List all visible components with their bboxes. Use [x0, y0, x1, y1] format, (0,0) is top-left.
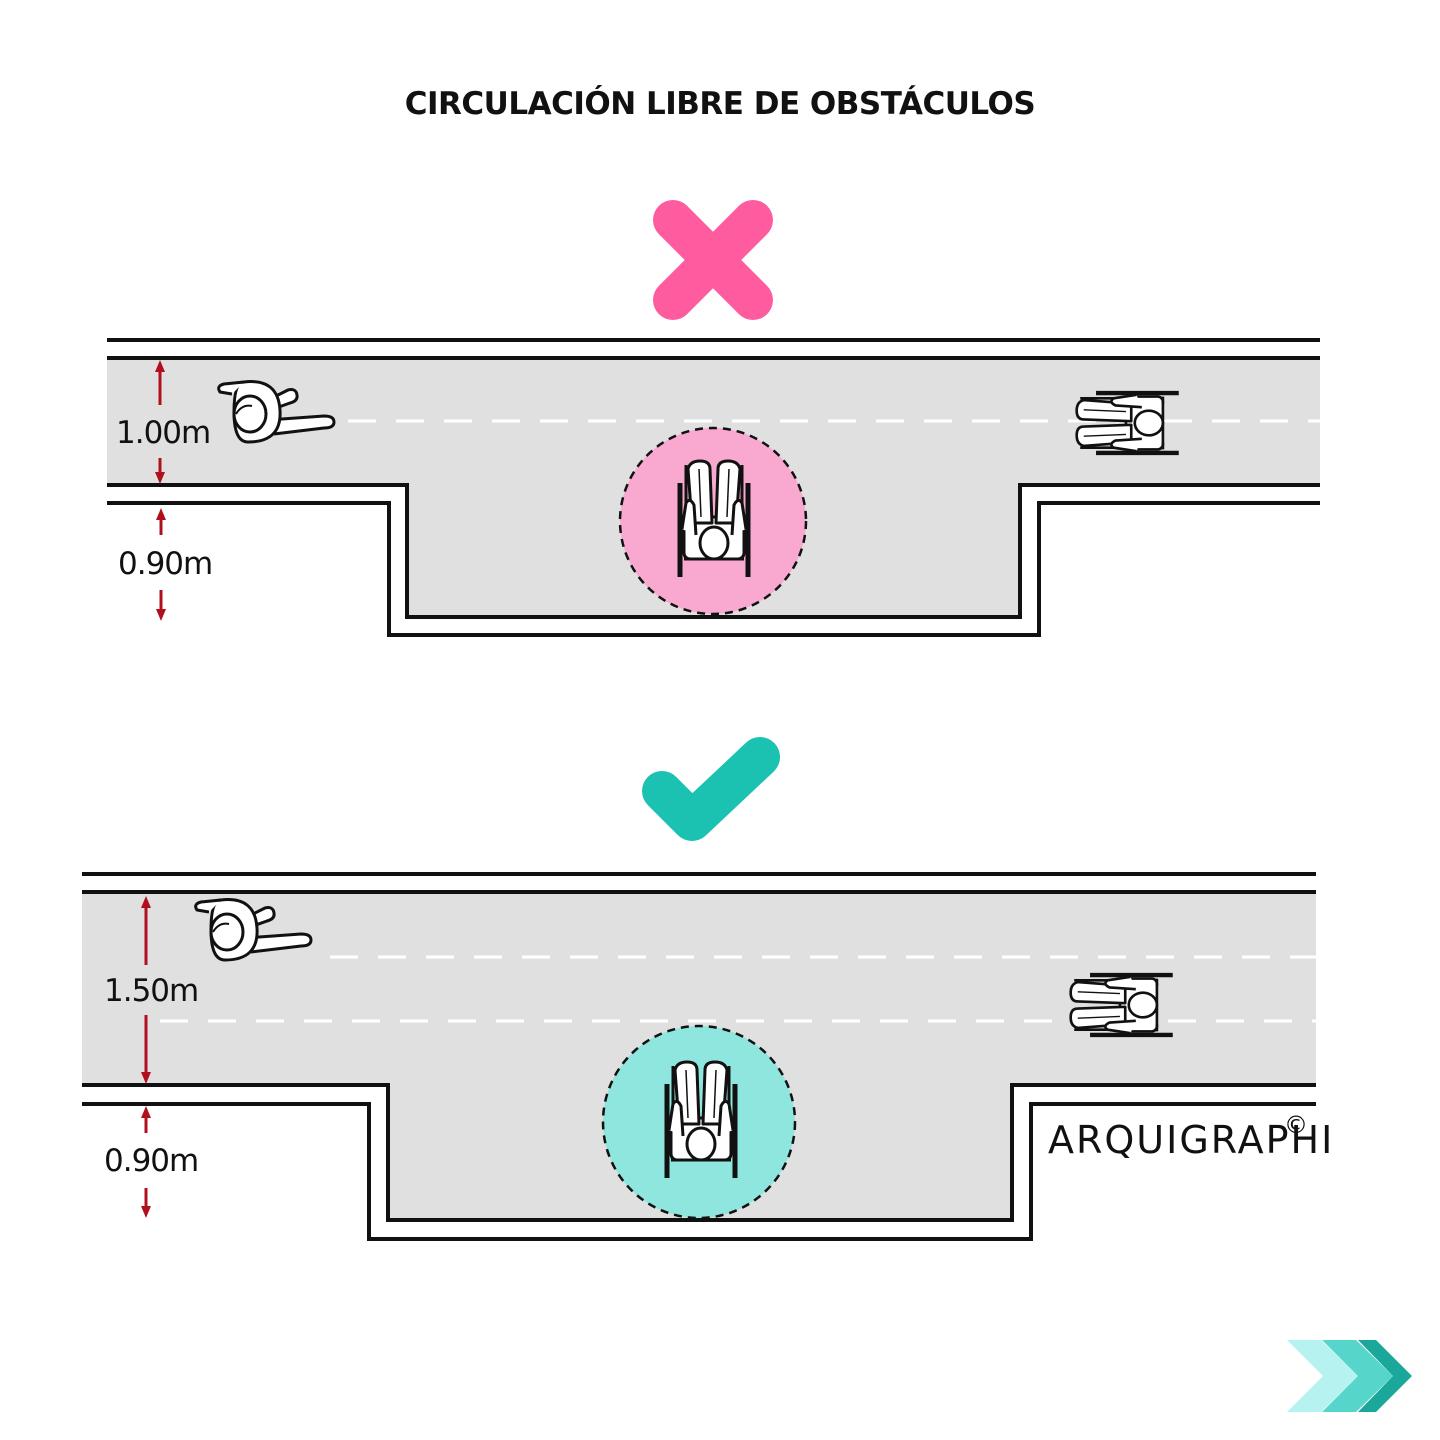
page-title: CIRCULACIÓN LIBRE DE OBSTÁCULOS [405, 85, 1035, 122]
recess-depth-dimension [141, 1106, 151, 1218]
corridor-width-dimension [141, 896, 151, 1084]
panel-incorrect: 1.00m 0.90m [107, 200, 1320, 637]
brand-logo: ARQUIGRAPHI [1048, 1118, 1334, 1162]
corridor-width-label: 1.00m [116, 415, 210, 451]
corridor-walls [82, 872, 1316, 1241]
recess-depth-label: 0.90m [104, 1143, 198, 1179]
corridor-width-dimension [155, 360, 165, 484]
corridor-walls [107, 338, 1320, 637]
copyright-symbol: © [1284, 1111, 1308, 1139]
chevron-right-icon[interactable] [1287, 1340, 1412, 1412]
check-icon [642, 737, 780, 841]
recess-depth-label: 0.90m [118, 546, 212, 582]
cross-icon [653, 200, 773, 320]
panel-correct: 1.50m 0.90m [82, 737, 1316, 1241]
recess-depth-dimension [156, 508, 166, 621]
corridor-width-label: 1.50m [104, 973, 198, 1009]
